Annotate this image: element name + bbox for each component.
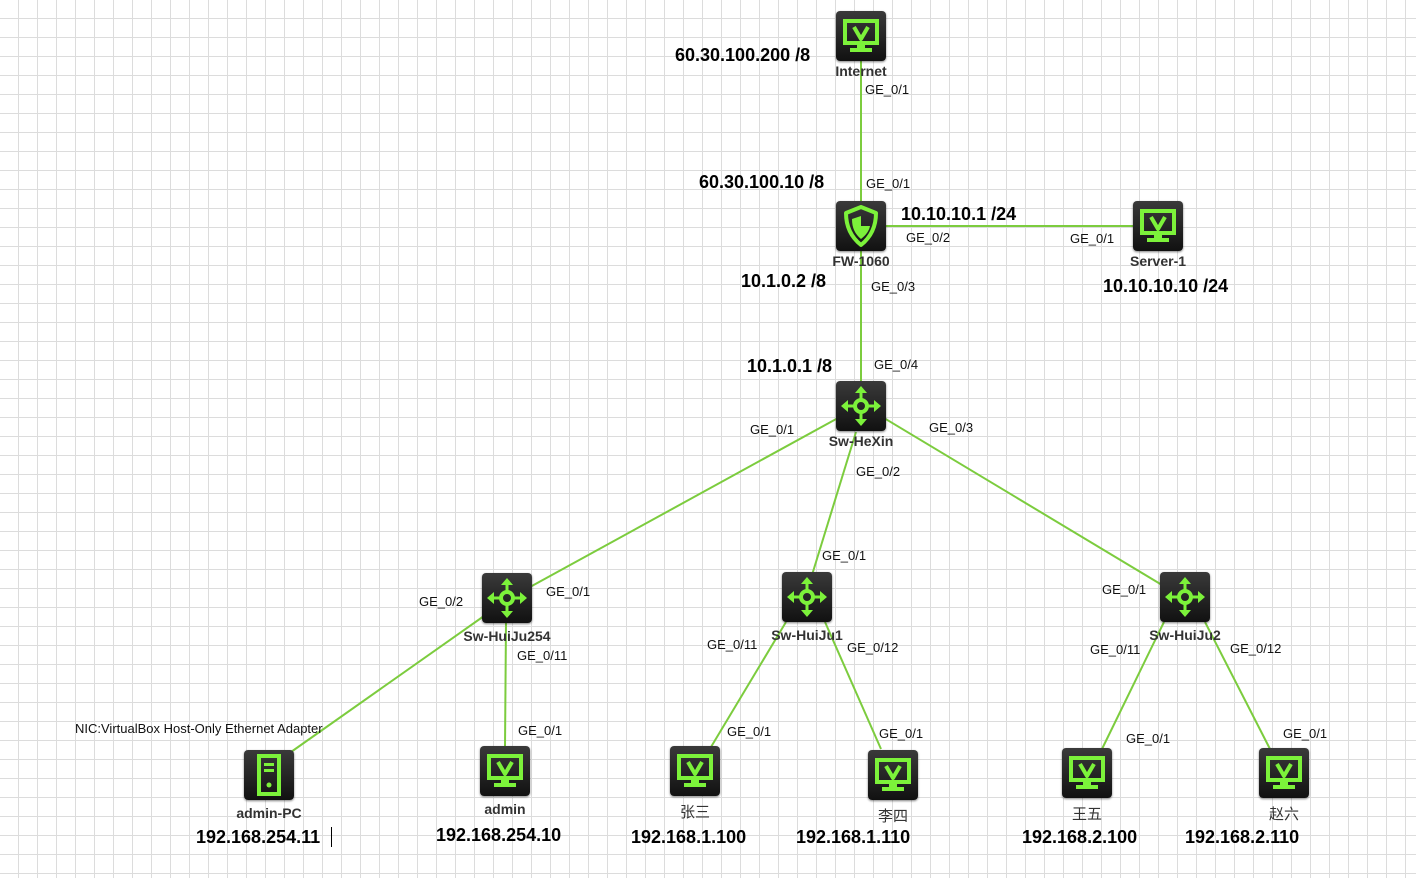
port-huiju1-ge011: GE_0/11 <box>707 637 758 652</box>
ip-admin-pc: 192.168.254.11 <box>196 827 321 847</box>
port-huiju254-ge011: GE_0/11 <box>517 648 568 663</box>
node-sw-huiju254[interactable]: Sw-HuiJu254 <box>463 573 551 644</box>
node-label: admin <box>484 801 526 817</box>
node-lisi[interactable]: 李四 <box>868 750 918 825</box>
port-huiju2-ge011: GE_0/11 <box>1090 642 1141 657</box>
port-huiju2-ge012: GE_0/12 <box>1230 641 1282 656</box>
monitor-icon <box>1259 748 1309 798</box>
port-internet-ge01: GE_0/1 <box>865 82 910 97</box>
monitor-icon <box>670 746 720 796</box>
port-zhaoliu-ge01: GE_0/1 <box>1283 726 1328 741</box>
ip-fw-inside: 10.1.0.2 /8 <box>741 271 827 291</box>
node-admin-pc[interactable]: admin-PC <box>236 750 302 821</box>
switch-router-icon <box>1160 572 1210 622</box>
link-huiju1-lisi[interactable] <box>824 621 882 750</box>
ip-lisi: 192.168.1.110 <box>796 827 911 847</box>
node-server-1[interactable]: Server-1 <box>1130 201 1186 269</box>
node-sw-hexin[interactable]: Sw-HeXin <box>829 381 893 449</box>
port-zhangsan-ge01: GE_0/1 <box>727 724 772 739</box>
node-label: Server-1 <box>1129 253 1187 269</box>
monitor-icon <box>1062 748 1112 798</box>
monitor-icon <box>480 746 530 796</box>
node-label: Sw-HeXin <box>828 433 894 449</box>
host-pc-icon <box>244 750 294 800</box>
port-fw-ge02: GE_0/2 <box>906 230 951 245</box>
port-huiju254-ge02: GE_0/2 <box>419 594 464 609</box>
node-label: Sw-HuiJu2 <box>1149 627 1221 643</box>
link-hexin-huiju1[interactable] <box>811 431 857 576</box>
ip-server1: 10.10.10.10 /24 <box>1103 276 1229 296</box>
monitor-icon <box>836 11 886 61</box>
switch-router-icon <box>782 572 832 622</box>
node-wangwu[interactable]: 王五 <box>1062 748 1112 823</box>
node-label: Internet <box>835 63 887 79</box>
nic-note: NIC:VirtualBox Host-Only Ethernet Adapte… <box>75 721 323 736</box>
ip-internet: 60.30.100.200 /8 <box>675 45 811 65</box>
link-huiju2-zhaoliu[interactable] <box>1204 621 1271 750</box>
node-admin[interactable]: admin <box>480 746 530 817</box>
monitor-icon <box>868 750 918 800</box>
port-admin-ge01: GE_0/1 <box>518 723 563 738</box>
port-hexin-ge01: GE_0/1 <box>750 422 795 437</box>
node-sw-huiju1[interactable]: Sw-HuiJu1 <box>771 572 843 643</box>
firewall-shield-icon <box>836 201 886 251</box>
node-label: 李四 <box>877 808 909 825</box>
port-lisi-ge01: GE_0/1 <box>879 726 924 741</box>
node-label: Sw-HuiJu1 <box>771 627 843 643</box>
node-label: Sw-HuiJu254 <box>463 628 551 644</box>
ip-admin: 192.168.254.10 <box>436 825 562 845</box>
node-sw-huiju2[interactable]: Sw-HuiJu2 <box>1149 572 1221 643</box>
port-fw-ge01: GE_0/1 <box>866 176 911 191</box>
port-huiju2-ge01: GE_0/1 <box>1102 582 1147 597</box>
link-hexin-huiju2[interactable] <box>883 417 1163 586</box>
link-huiju254-adminpc[interactable] <box>290 615 485 753</box>
port-hexin-ge04: GE_0/4 <box>874 357 919 372</box>
link-hexin-huiju254[interactable] <box>529 417 839 588</box>
port-huiju254-ge01: GE_0/1 <box>546 584 591 599</box>
ip-fw-outside: 60.30.100.10 /8 <box>699 172 825 192</box>
link-huiju2-wangwu[interactable] <box>1101 621 1165 750</box>
ip-fw-dmz: 10.10.10.1 /24 <box>901 204 1017 224</box>
node-label: 张三 <box>679 804 711 821</box>
ip-zhangsan: 192.168.1.100 <box>631 827 747 847</box>
ip-zhaoliu: 192.168.2.110 <box>1185 827 1300 847</box>
node-fw-1060[interactable]: FW-1060 <box>832 201 890 269</box>
port-fw-ge03: GE_0/3 <box>871 279 916 294</box>
link-huiju1-zhangsan[interactable] <box>710 621 787 748</box>
node-label: 赵六 <box>1268 806 1300 823</box>
node-label: 王五 <box>1071 806 1103 823</box>
switch-router-icon <box>482 573 532 623</box>
node-zhangsan[interactable]: 张三 <box>670 746 720 821</box>
node-internet[interactable]: Internet <box>835 11 887 79</box>
monitor-icon <box>1133 201 1183 251</box>
port-hexin-ge02: GE_0/2 <box>856 464 901 479</box>
node-label: admin-PC <box>236 805 302 821</box>
port-wangwu-ge01: GE_0/1 <box>1126 731 1171 746</box>
ip-wangwu: 192.168.2.100 <box>1022 827 1138 847</box>
node-label: FW-1060 <box>832 253 890 269</box>
switch-router-icon <box>836 381 886 431</box>
node-zhaoliu[interactable]: 赵六 <box>1259 748 1309 823</box>
port-server1-ge01: GE_0/1 <box>1070 231 1115 246</box>
port-huiju1-ge012: GE_0/12 <box>847 640 899 655</box>
link-huiju254-admin[interactable] <box>504 621 507 748</box>
port-hexin-ge03: GE_0/3 <box>929 420 974 435</box>
ip-hexin: 10.1.0.1 /8 <box>747 356 833 376</box>
port-huiju1-ge01: GE_0/1 <box>822 548 867 563</box>
text-cursor <box>331 827 332 847</box>
